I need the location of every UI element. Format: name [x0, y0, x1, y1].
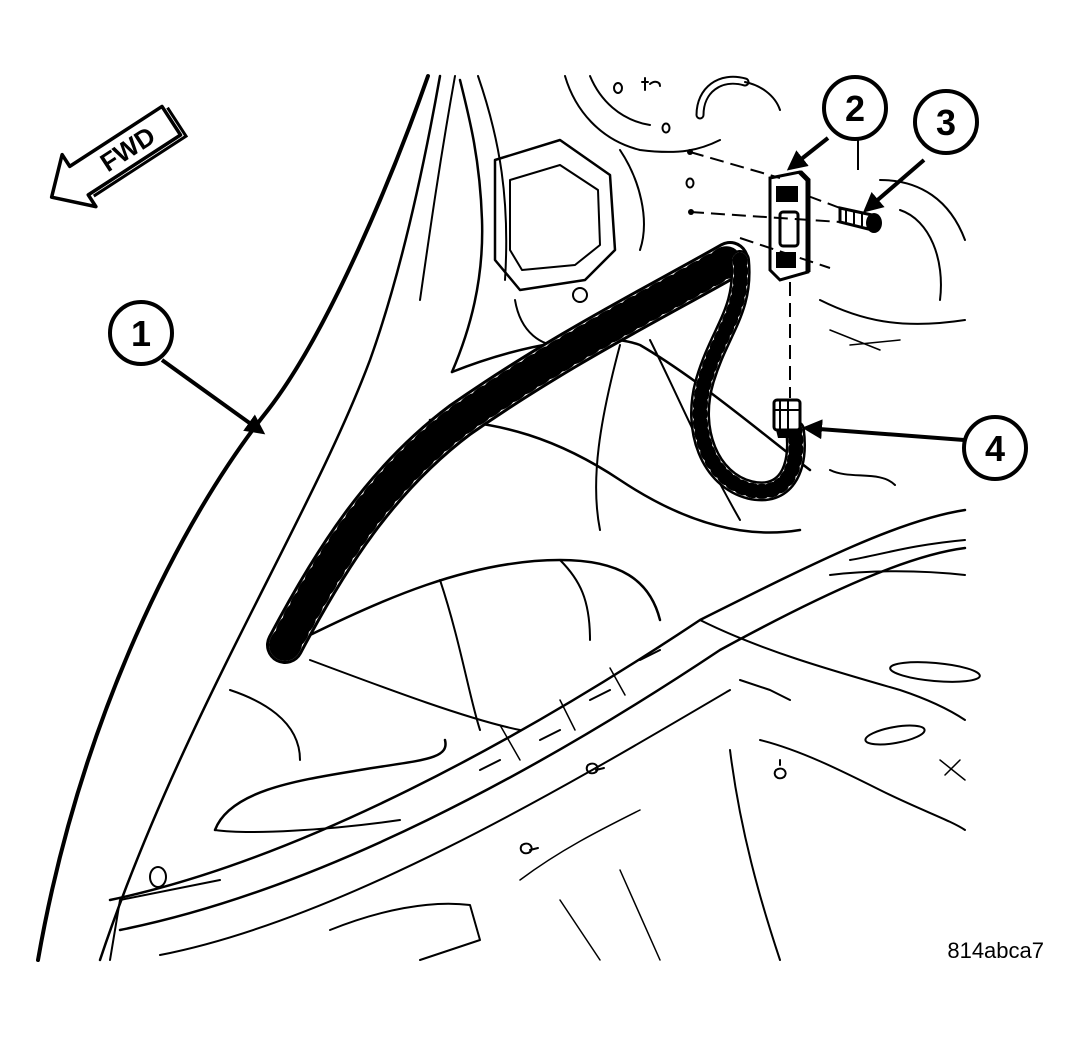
callout-4-number: 4 [985, 428, 1005, 469]
callout-2-number: 2 [845, 88, 865, 129]
vehicle-body-panel [36, 74, 981, 962]
module-bracket [768, 170, 811, 282]
callout-1: 1 [108, 300, 174, 366]
forward-direction-arrow: FWD [49, 104, 189, 209]
leader-3 [862, 158, 926, 213]
wiring-harness [266, 241, 806, 664]
leader-1 [160, 358, 266, 435]
callout-leaders [160, 136, 965, 442]
callout-3: 3 [913, 89, 979, 155]
figure-code: 814abca7 [947, 938, 1044, 963]
callout-2: 2 [822, 75, 888, 141]
fastener-screw [838, 206, 882, 233]
assembly-alignment-lines [689, 151, 841, 398]
callout-1-number: 1 [131, 313, 151, 354]
callout-4: 4 [962, 415, 1028, 481]
mounting-hole-dots [687, 149, 694, 215]
leader-2 [786, 136, 830, 171]
leader-4 [802, 419, 965, 442]
callout-3-number: 3 [936, 102, 956, 143]
harness-connector [772, 398, 802, 438]
